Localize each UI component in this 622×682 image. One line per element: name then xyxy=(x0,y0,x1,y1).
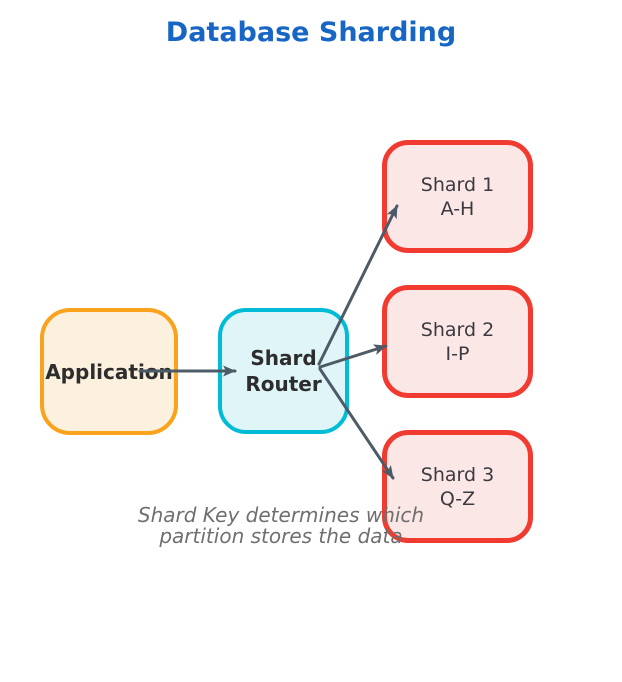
application-label: Application xyxy=(45,359,173,384)
page-title: Database Sharding xyxy=(165,17,457,48)
shard-2-text: Shard 2 I-P xyxy=(421,318,494,366)
node-shard-router: Shard Router xyxy=(218,308,349,434)
shard-2-range: I-P xyxy=(445,342,470,365)
node-shard-1: Shard 1 A-H xyxy=(382,140,533,253)
node-application: Application xyxy=(40,308,178,435)
shard-3-range: Q-Z xyxy=(439,487,476,510)
caption-line-1: Shard Key determines which xyxy=(137,503,425,527)
node-shard-3: Shard 3 Q-Z xyxy=(382,430,533,543)
shard-2-name: Shard 2 xyxy=(420,318,495,341)
caption-line-2: partition stores the data xyxy=(159,524,403,548)
shard-3-text: Shard 3 Q-Z xyxy=(421,463,494,511)
shard-1-range: A-H xyxy=(440,197,475,220)
shard-3-name: Shard 3 xyxy=(420,463,495,486)
shard-1-text: Shard 1 A-H xyxy=(421,173,494,221)
shard-router-label: Shard Router xyxy=(245,346,322,396)
node-shard-2: Shard 2 I-P xyxy=(382,285,533,398)
caption: Shard Key determines which partition sto… xyxy=(100,505,462,547)
shard-1-name: Shard 1 xyxy=(420,173,495,196)
